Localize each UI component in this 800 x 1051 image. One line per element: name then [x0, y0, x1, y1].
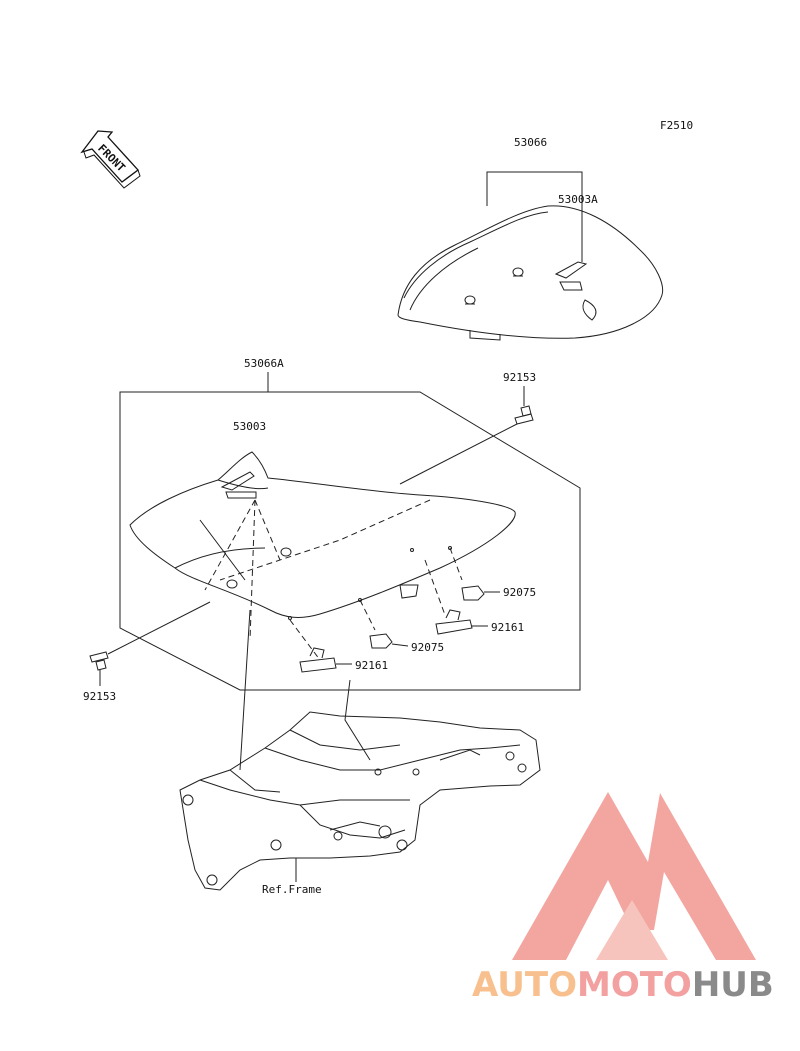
label-rear-seat-assy: 53066 [514, 136, 547, 149]
figure-code: F2510 [660, 119, 693, 132]
label-rear-seat-cover: 53003A [558, 193, 598, 206]
bolt-top-axis [399, 423, 518, 485]
leader-damper-center [391, 643, 409, 647]
label-clip-center: 92161 [355, 659, 388, 672]
mount-line-center [344, 679, 371, 761]
projection-lines [204, 499, 463, 661]
label-front-seat-assy: 53066A [244, 357, 284, 370]
leader-53066 [486, 171, 583, 262]
rear-seat-drawing [397, 205, 664, 341]
watermark-text: AUTOMOTOHUB [472, 965, 774, 1005]
clip-right-icon [435, 609, 473, 635]
frame-drawing [179, 711, 541, 891]
bolt-left-axis [107, 601, 211, 655]
watermark-part-moto: MOTO [576, 965, 692, 1005]
label-damper-right: 92075 [503, 586, 536, 599]
mount-line-left [239, 609, 251, 771]
damper-right-icon [461, 585, 485, 601]
clip-center-icon [299, 647, 337, 673]
label-front-seat-cover: 53003 [233, 420, 266, 433]
front-seat-drawing [129, 451, 516, 620]
label-damper-center: 92075 [411, 641, 444, 654]
label-ref-frame: Ref.Frame [262, 883, 322, 896]
label-bolt-left: 92153 [83, 690, 116, 703]
watermark-part-hub: HUB [691, 965, 774, 1005]
watermark-part-auto: AUTO [472, 965, 577, 1005]
bolt-top-icon [514, 405, 534, 425]
watermark-logo-icon [512, 792, 756, 960]
bracket-53066A [119, 391, 581, 691]
label-clip-right: 92161 [491, 621, 524, 634]
label-bolt-top: 92153 [503, 371, 536, 384]
damper-center-icon [369, 633, 393, 649]
front-arrow-icon [80, 130, 141, 189]
bolt-left-icon [89, 651, 109, 671]
